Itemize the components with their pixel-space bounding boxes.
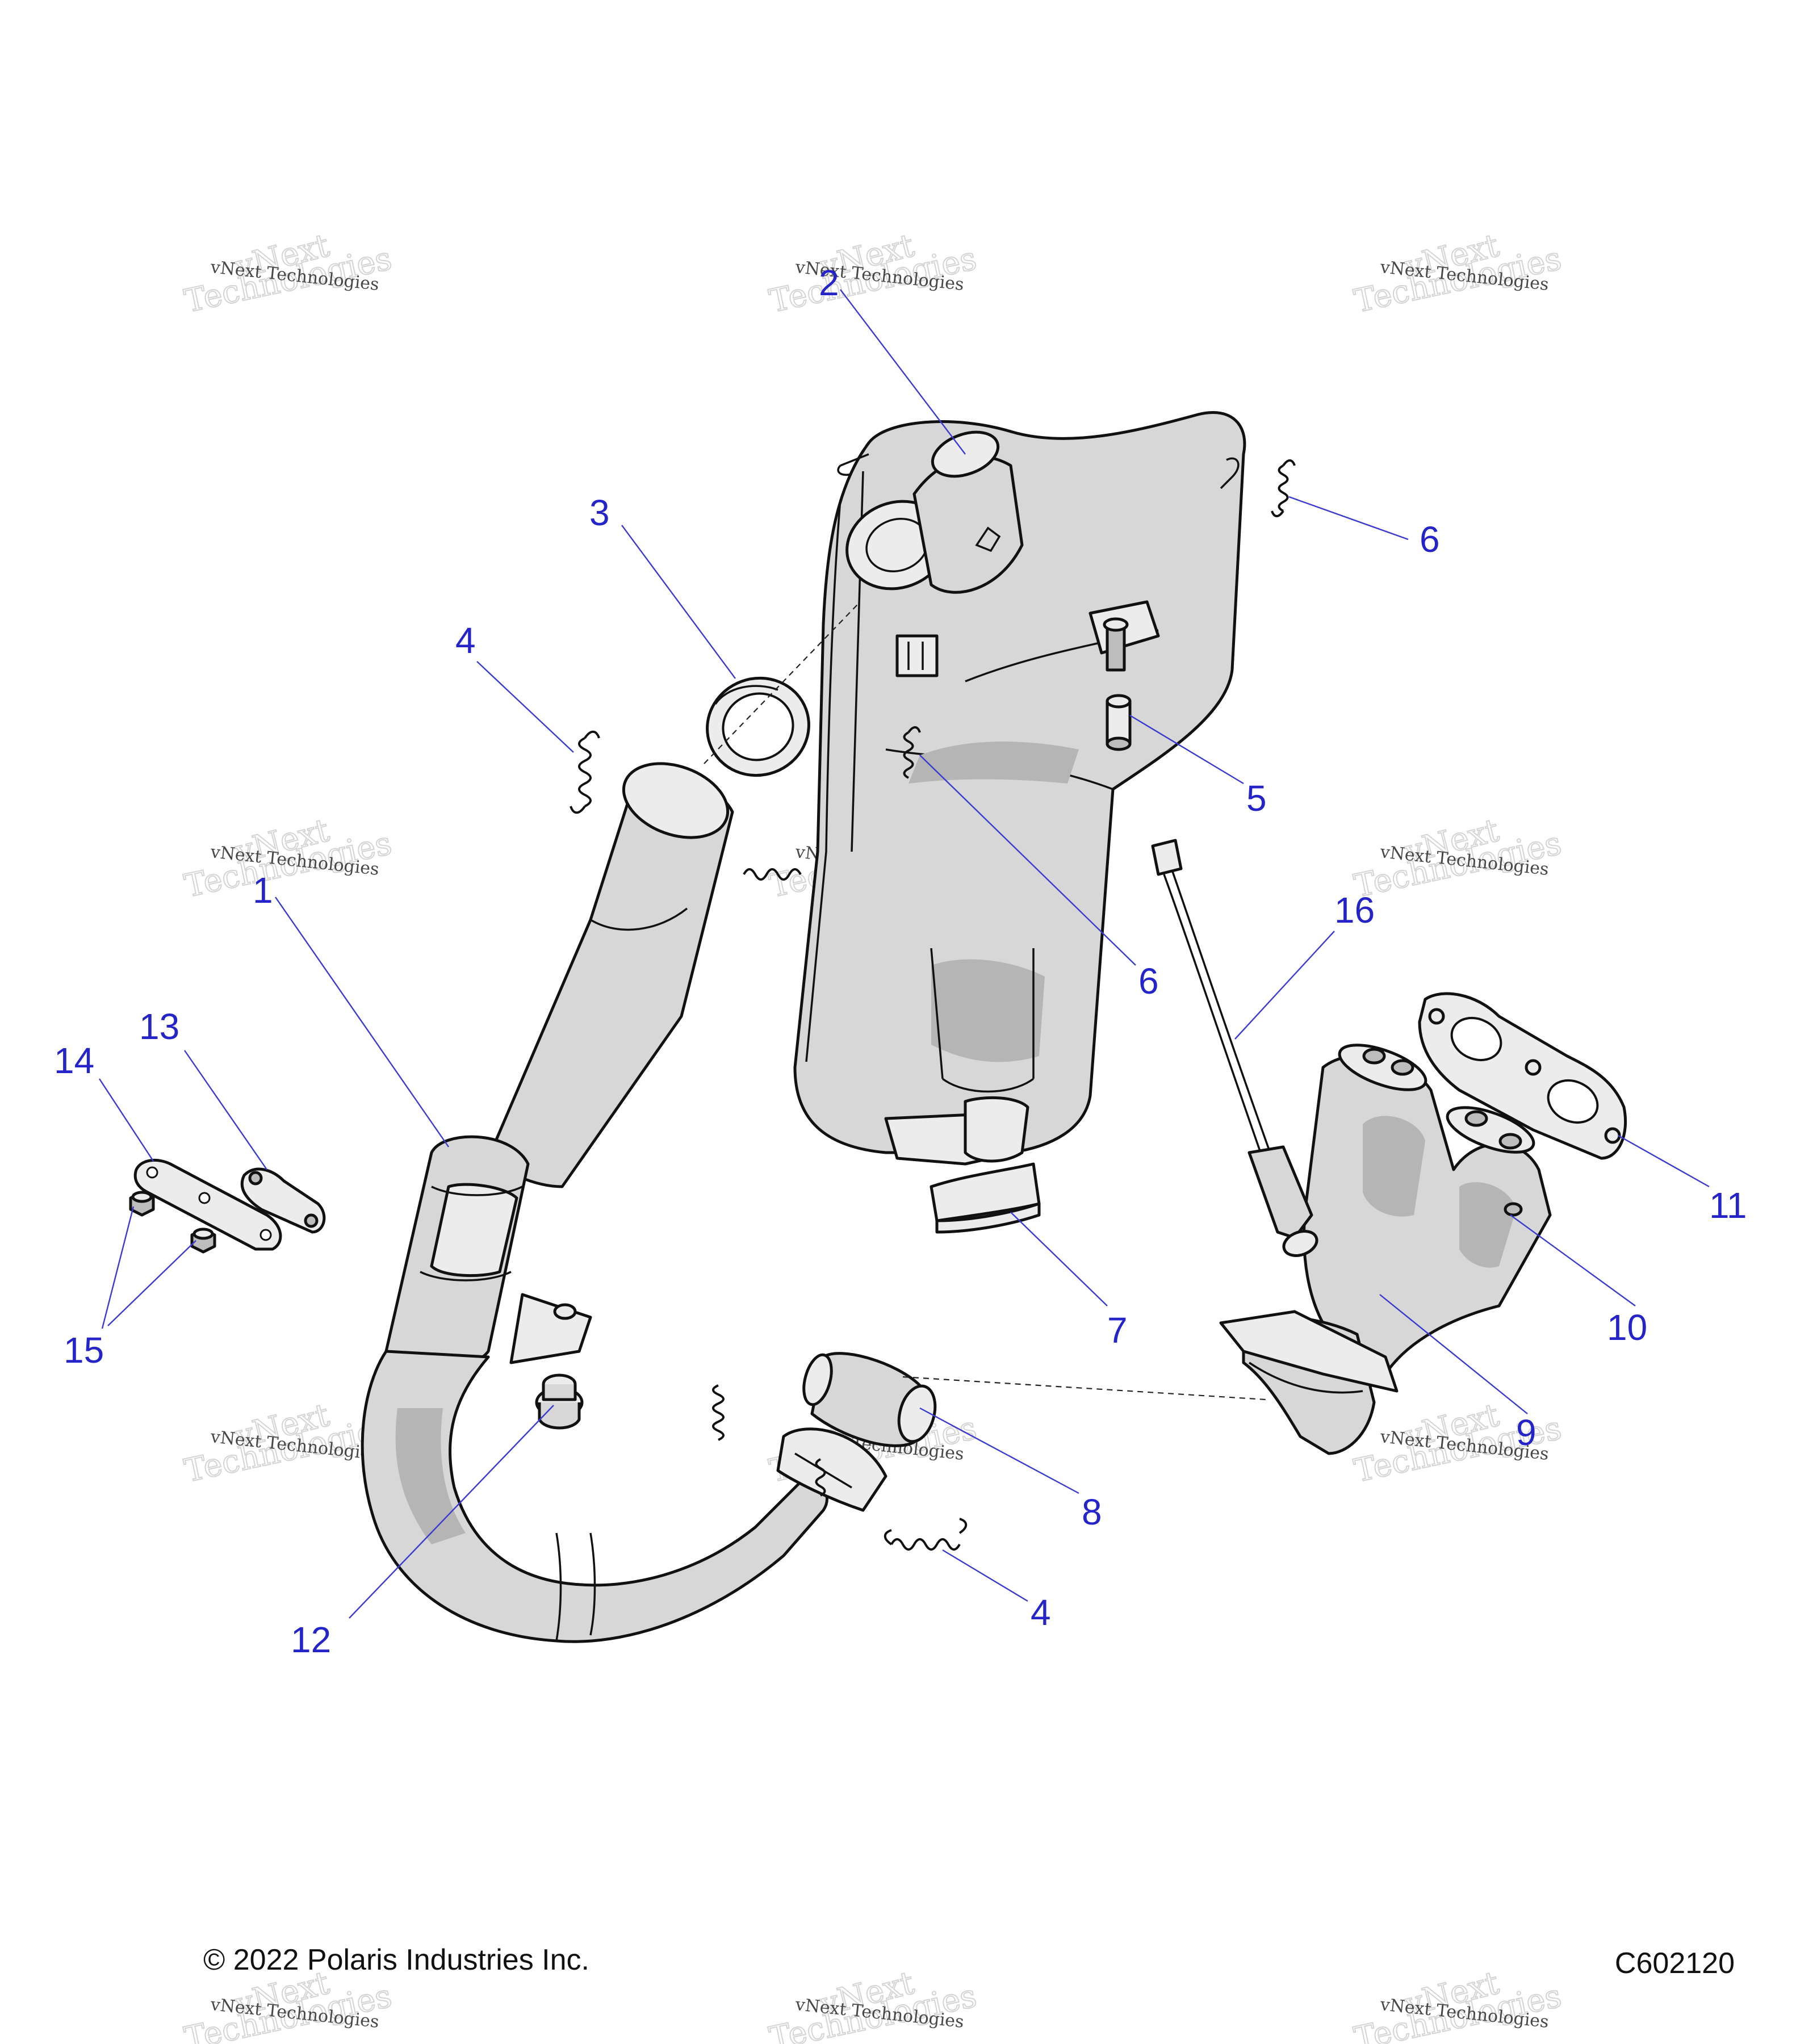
callout-6-lower: 6 bbox=[1138, 961, 1159, 1002]
callout-11: 11 bbox=[1709, 1185, 1747, 1226]
oxygen-sensor[interactable] bbox=[1151, 839, 1320, 1260]
spring-6-upper[interactable] bbox=[1271, 459, 1296, 517]
callout-7: 7 bbox=[1107, 1310, 1128, 1351]
flange-nuts[interactable] bbox=[129, 1191, 216, 1254]
watermark: Technologies vNext vNext Technologies bbox=[765, 1964, 980, 2044]
callout-8: 8 bbox=[1082, 1492, 1102, 1532]
callout-16: 16 bbox=[1334, 890, 1375, 931]
manifold-gasket[interactable] bbox=[1418, 992, 1627, 1160]
bushing[interactable] bbox=[1106, 694, 1132, 751]
figure-code: C602120 bbox=[1614, 1947, 1735, 1980]
stud-bracket[interactable] bbox=[240, 1167, 326, 1234]
callout-9: 9 bbox=[1516, 1412, 1537, 1453]
copyright-notice: © 2022 Polaris Industries Inc. bbox=[203, 1944, 589, 1976]
head-pipe[interactable] bbox=[361, 750, 887, 1643]
alignment-lines bbox=[704, 604, 1267, 1401]
callout-14: 14 bbox=[54, 1040, 94, 1081]
callout-2: 2 bbox=[819, 262, 839, 303]
band-clamp[interactable] bbox=[930, 1162, 1041, 1234]
spring-4-upper[interactable] bbox=[570, 730, 600, 814]
callouts: 2 3 4 6 5 6 1 16 13 14 11 10 7 15 9 8 4 … bbox=[54, 262, 1747, 1660]
muffler-inlet bbox=[845, 430, 1024, 594]
watermark: Technologies vNext vNext Technologies bbox=[181, 227, 395, 321]
callout-12: 12 bbox=[291, 1619, 331, 1660]
watermark: Technologies vNext vNext Technologies bbox=[765, 227, 980, 321]
spring-outlet bbox=[712, 1384, 826, 1497]
watermark: Technologies vNext vNext Technologies bbox=[1350, 1964, 1565, 2044]
watermark: Technologies vNext vNext Technologies bbox=[1350, 811, 1565, 906]
callout-4-upper: 4 bbox=[455, 620, 476, 661]
callout-13: 13 bbox=[139, 1006, 179, 1047]
watermark: Technologies vNext vNext Technologies bbox=[181, 811, 395, 906]
gasket-ring[interactable] bbox=[693, 664, 822, 789]
grommet[interactable] bbox=[535, 1373, 584, 1430]
spring-4-lower[interactable] bbox=[884, 1518, 968, 1551]
watermark: Technologies vNext vNext Technologies bbox=[1350, 227, 1565, 321]
leader-lines bbox=[98, 289, 1710, 1619]
callout-15: 15 bbox=[64, 1330, 104, 1371]
spring-6-lower[interactable] bbox=[903, 726, 921, 779]
callout-10: 10 bbox=[1607, 1307, 1647, 1348]
callout-5: 5 bbox=[1246, 778, 1267, 819]
spring-mid bbox=[743, 868, 802, 881]
callout-4-lower: 4 bbox=[1031, 1592, 1051, 1633]
callout-1: 1 bbox=[253, 870, 273, 911]
manifold-studs[interactable] bbox=[1362, 1048, 1523, 1217]
muffler[interactable] bbox=[793, 411, 1246, 1166]
callout-3: 3 bbox=[589, 492, 610, 533]
muffler-hooks bbox=[837, 453, 1240, 677]
pipe-coupler[interactable] bbox=[799, 1352, 941, 1447]
callout-6-upper: 6 bbox=[1420, 519, 1440, 560]
